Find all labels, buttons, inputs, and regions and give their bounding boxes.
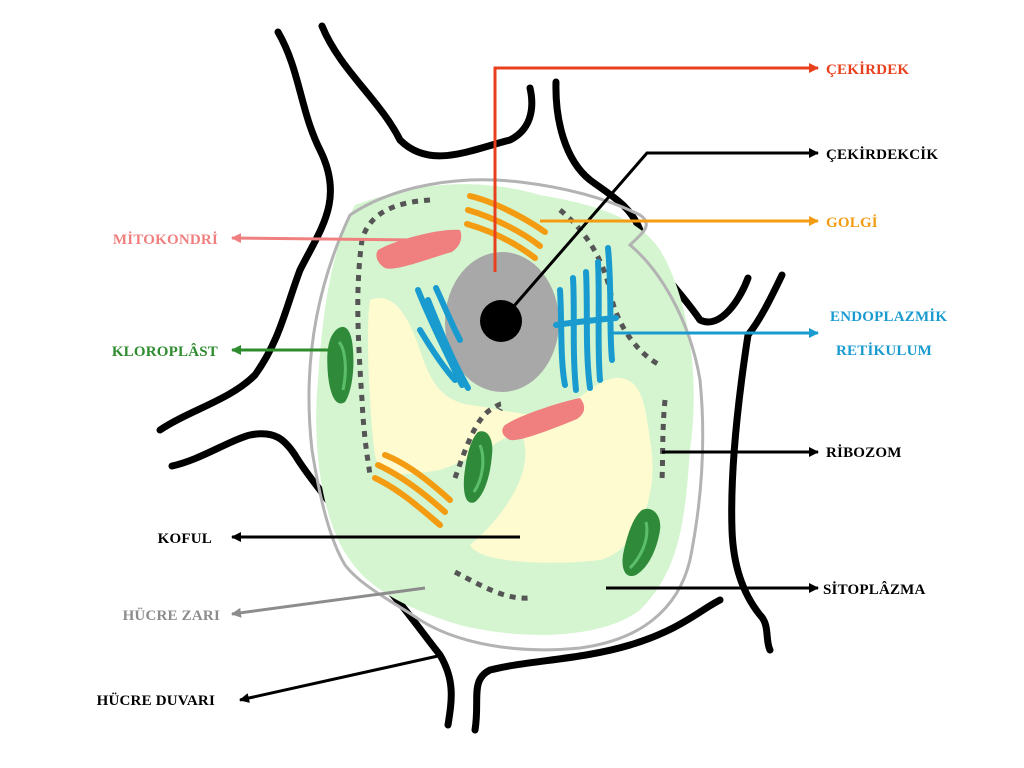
pointer-hucre-zari — [231, 586, 426, 618]
pointer-cekirdek — [493, 63, 819, 272]
label-kloroplast: KLOROPLÂST — [112, 343, 218, 360]
pointer-lines — [231, 63, 819, 703]
label-mitokondri: MİTOKONDRİ — [113, 231, 218, 248]
label-hucre-duvari: HÜCRE DUVARI — [97, 692, 215, 709]
label-cekirdek: ÇEKİRDEK — [826, 61, 909, 78]
label-ribozom: RİBOZOM — [826, 444, 902, 461]
golgi-apparatus — [372, 193, 548, 528]
chloroplasts — [327, 326, 661, 577]
cell-membrane — [307, 178, 705, 652]
endoplasmic-reticulum — [415, 245, 619, 393]
label-koful: KOFUL — [158, 531, 212, 547]
mitochondrion — [502, 398, 585, 441]
pointer-mitokondri — [231, 233, 416, 244]
label-endoplazmik: ENDOPLAZMİK — [830, 308, 947, 325]
label-sitoplazma: SİTOPLÂZMA — [823, 581, 926, 598]
label-cekirdekcik: ÇEKİRDEKCİK — [826, 146, 938, 163]
label-golgi: GOLGİ — [826, 214, 878, 231]
label-hucre-zari: HÜCRE ZARI — [123, 607, 220, 624]
mitochondrion — [376, 229, 462, 269]
label-retikulum: RETİKULUM — [836, 342, 932, 359]
pointer-cekirdekcik — [499, 148, 819, 322]
pointer-hucre-duvari — [239, 654, 439, 703]
